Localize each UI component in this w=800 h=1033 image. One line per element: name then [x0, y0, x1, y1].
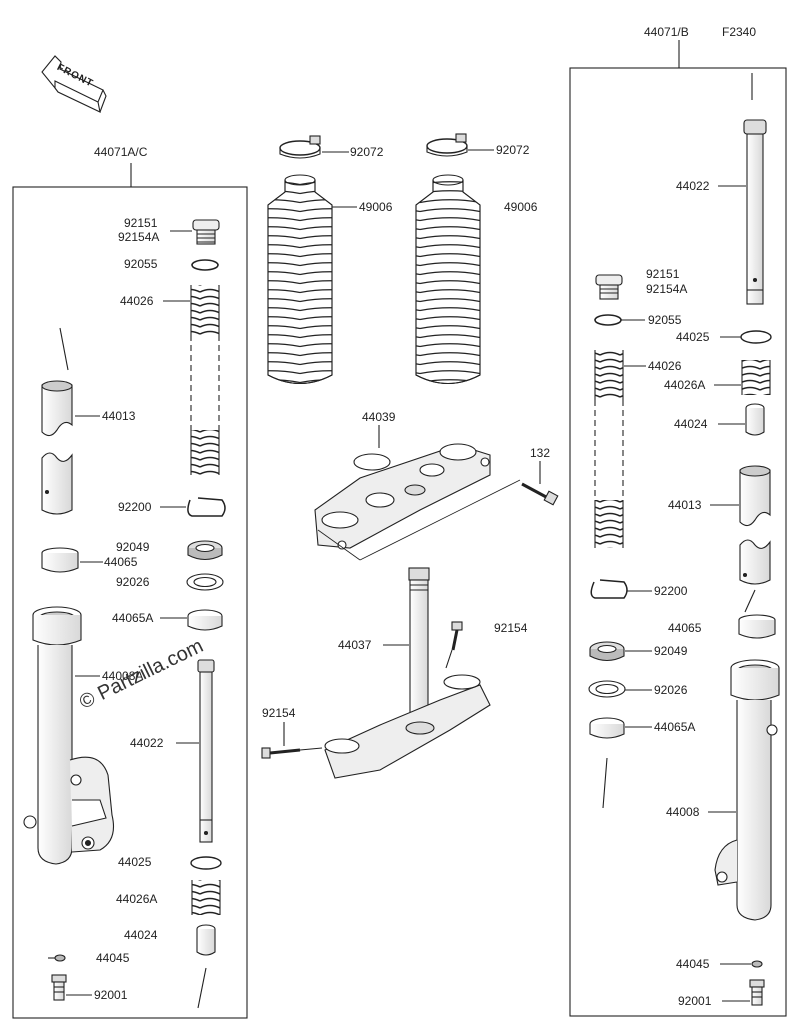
callout-92049-left[interactable]: 92049: [116, 540, 150, 554]
callout-92055-left[interactable]: 92055: [124, 257, 158, 271]
callout-44008a-left[interactable]: 44008A: [102, 669, 144, 683]
bolt-92154-lower-icon: [261, 747, 323, 759]
callout-44026-left[interactable]: 44026: [120, 294, 154, 308]
right-washer-44045-icon: [751, 960, 763, 968]
callout-92154-upper[interactable]: 92154: [494, 621, 528, 635]
callout-44013-right[interactable]: 44013: [668, 498, 702, 512]
clamp-92072-left-icon: [279, 135, 321, 159]
callout-44008-right[interactable]: 44008: [666, 805, 700, 819]
callout-92151-right[interactable]: 92151: [646, 267, 680, 281]
assembly-label-right: 44071/B: [644, 25, 689, 39]
assembly-label-left: 44071A/C: [94, 145, 148, 159]
callout-49006-right[interactable]: 49006: [504, 200, 538, 214]
right-bushing-44065a-icon: [589, 717, 625, 809]
right-clip-92200-icon: [590, 579, 628, 599]
callout-44024-left[interactable]: 44024: [124, 928, 158, 942]
right-pipe-44013-icon: [739, 465, 771, 613]
right-bolt-92001-icon: [749, 979, 765, 1006]
callout-132[interactable]: 132: [530, 446, 551, 460]
right-washer-44025-icon: [740, 330, 772, 344]
upper-bracket-44039-icon: [314, 443, 521, 561]
left-spring-44026a-icon: [191, 880, 221, 915]
right-outer-tube-44008-icon: [714, 659, 780, 921]
left-washer-44025-icon: [190, 856, 222, 870]
callout-92072-left[interactable]: 92072: [350, 145, 384, 159]
left-spring-44026-icon: [190, 285, 220, 475]
callout-92154-lower[interactable]: 92154: [262, 706, 296, 720]
left-clip-92200-icon: [187, 497, 226, 517]
left-oring-92055-icon: [191, 259, 219, 271]
left-assembly-frame: [12, 163, 248, 1019]
callout-92154a-left[interactable]: 92154A: [118, 230, 160, 244]
callout-44037[interactable]: 44037: [338, 638, 372, 652]
left-cap-bolt-icon: [192, 219, 220, 245]
callout-44025-right[interactable]: 44025: [676, 330, 710, 344]
callout-44022-left[interactable]: 44022: [130, 736, 164, 750]
right-seal-92049-icon: [589, 641, 625, 662]
right-washer-92026-icon: [588, 680, 626, 698]
callout-44022-right[interactable]: 44022: [676, 179, 710, 193]
front-arrow-icon: [41, 55, 107, 113]
right-oring-92055-icon: [594, 314, 622, 326]
callout-92026-right[interactable]: 92026: [654, 683, 688, 697]
callout-92072-right[interactable]: 92072: [496, 143, 530, 157]
callout-44045-right[interactable]: 44045: [676, 957, 710, 971]
right-piece-44024-icon: [745, 403, 765, 436]
left-piece-44024-icon: [196, 924, 216, 1009]
boot-49006-left-icon: [267, 174, 333, 384]
right-bushing-44065-icon: [738, 614, 776, 639]
callout-44025-left[interactable]: 44025: [118, 855, 152, 869]
bolt-92154-upper-icon: [445, 621, 463, 669]
stem-44037-icon: [324, 567, 491, 779]
left-seal-92049-icon: [187, 540, 223, 561]
callout-92026-left[interactable]: 92026: [116, 575, 150, 589]
left-pipe-44013-icon: [41, 327, 73, 515]
callout-44039[interactable]: 44039: [362, 410, 396, 424]
callout-92001-left[interactable]: 92001: [94, 988, 128, 1002]
left-outer-tube-44008a-icon: [23, 606, 115, 865]
callout-49006-left[interactable]: 49006: [359, 200, 393, 214]
callout-92200-right[interactable]: 92200: [654, 584, 688, 598]
right-assembly-frame: [569, 40, 787, 1017]
callout-44065a-left[interactable]: 44065A: [112, 611, 154, 625]
callout-44065-left[interactable]: 44065: [104, 555, 138, 569]
left-bushing-44065a-icon: [187, 609, 223, 631]
right-spring-44026-icon: [594, 350, 624, 548]
left-bushing-44065-icon: [41, 547, 79, 573]
right-inner-tube-44022-icon: [743, 73, 767, 305]
bolt-132-icon: [521, 482, 559, 506]
callout-44065a-right[interactable]: 44065A: [654, 720, 696, 734]
left-washer-44045-icon: [54, 954, 66, 962]
callout-44026a-left[interactable]: 44026A: [116, 892, 158, 906]
callout-92154a-right[interactable]: 92154A: [646, 282, 688, 296]
left-inner-tube-44022-icon: [197, 659, 215, 843]
callout-44013-left[interactable]: 44013: [102, 409, 136, 423]
left-washer-92026-icon: [186, 573, 224, 591]
callout-44026-right[interactable]: 44026: [648, 359, 682, 373]
callout-44026a-right[interactable]: 44026A: [664, 378, 706, 392]
callout-92151-left[interactable]: 92151: [124, 216, 158, 230]
callout-92055-right[interactable]: 92055: [648, 313, 682, 327]
right-spring-44026a-icon: [741, 360, 771, 395]
boot-49006-right-icon: [415, 174, 481, 384]
callout-92200-left[interactable]: 92200: [118, 500, 152, 514]
callout-44024-right[interactable]: 44024: [674, 417, 708, 431]
clamp-92072-right-icon: [426, 133, 468, 157]
callout-44045-left[interactable]: 44045: [96, 951, 130, 965]
right-cap-bolt-icon: [595, 274, 623, 300]
left-bolt-92001-icon: [51, 974, 67, 1001]
callout-92049-right[interactable]: 92049: [654, 644, 688, 658]
callout-44065-right[interactable]: 44065: [668, 621, 702, 635]
callout-92001-right[interactable]: 92001: [678, 994, 712, 1008]
diagram-code: F2340: [722, 25, 757, 39]
